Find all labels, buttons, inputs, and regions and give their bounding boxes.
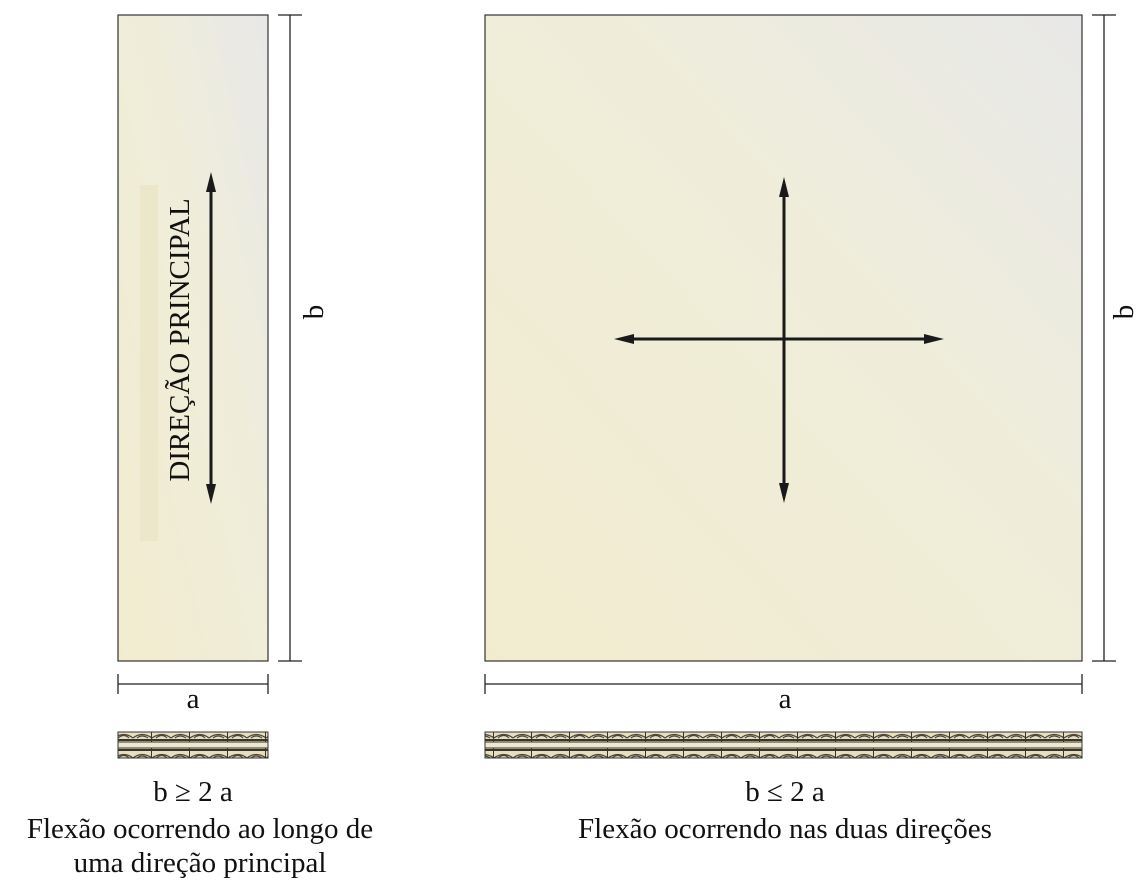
direction-label: DIREÇÃO PRINCIPAL	[164, 198, 196, 481]
left-label-shade	[140, 185, 158, 541]
left-height-dimension	[278, 14, 302, 662]
right-wood-section	[484, 731, 1083, 759]
bidirectional-cross-arrow	[614, 177, 944, 503]
left-caption-line1: Flexão ocorrendo ao longo de	[26, 813, 374, 845]
left-dim-b-label: b	[298, 305, 330, 320]
right-dim-a-label: a	[779, 683, 792, 715]
left-dim-a-label: a	[187, 683, 200, 715]
left-condition: b ≥ 2 a	[153, 776, 233, 808]
right-caption-line1: Flexão ocorrendo nas duas direções	[578, 813, 992, 845]
right-width-dimension	[484, 674, 1083, 694]
right-condition: b ≤ 2 a	[745, 776, 825, 808]
principal-direction-arrow	[206, 172, 216, 504]
left-caption-line2: uma direção principal	[73, 847, 327, 879]
right-dim-b-label: b	[1108, 305, 1137, 320]
left-wood-section	[117, 731, 269, 759]
left-width-dimension	[117, 674, 269, 694]
right-height-dimension	[1092, 14, 1116, 662]
